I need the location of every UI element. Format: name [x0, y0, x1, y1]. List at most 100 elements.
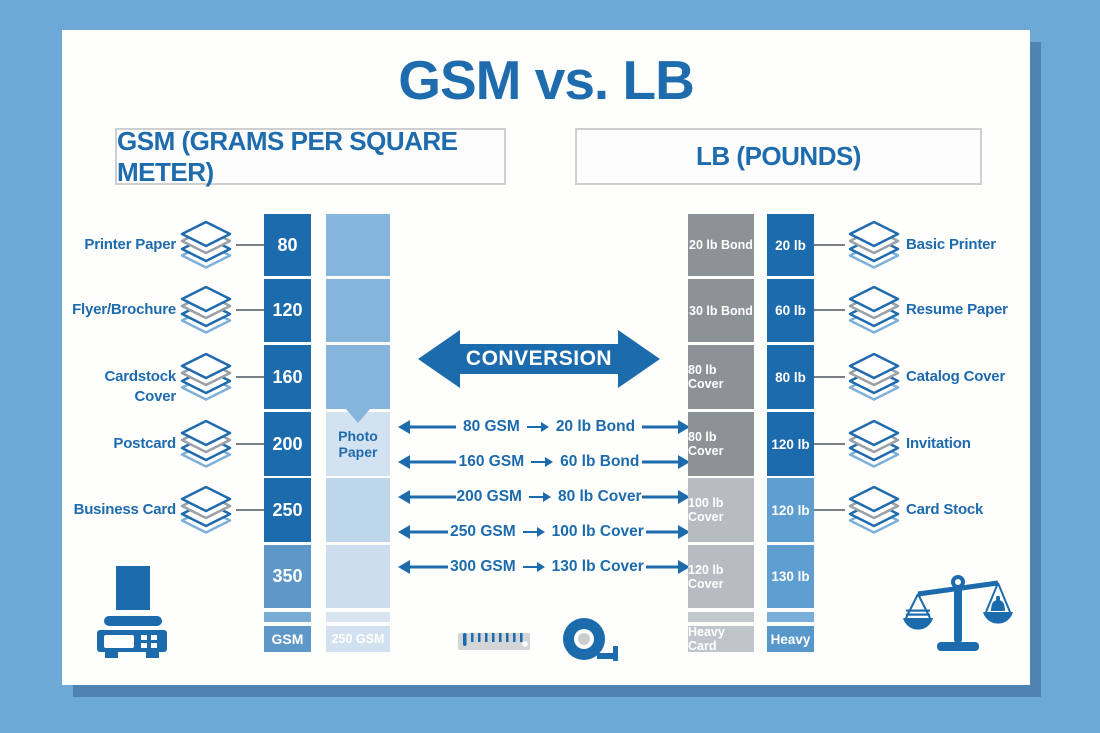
gsm-cell: 80 — [264, 214, 311, 276]
arrow-right-small-icon — [522, 527, 545, 537]
connector-line — [236, 509, 264, 511]
paper-stack-icon — [180, 353, 232, 401]
label-basic-printer: Basic Printer — [906, 236, 996, 253]
paper-stack-icon — [180, 221, 232, 269]
connector-line — [814, 509, 845, 511]
conversion-row: 160 GSM 60 lb Bond — [398, 451, 690, 473]
label-flyer-brochure: Flyer/Brochure — [72, 301, 176, 318]
lb-cell: 20 lb — [767, 214, 814, 276]
bond-cell: 80 lb Cover — [688, 412, 754, 476]
photo-column-cell — [326, 345, 390, 409]
arrow-right-small-icon — [531, 457, 554, 467]
conversion-gsm-value: 300 GSM — [450, 558, 516, 575]
paper-stack-icon — [848, 221, 900, 269]
connector-line — [814, 244, 845, 246]
label-postcard: Postcard — [113, 435, 176, 452]
gsm-header-box: GSM (GRAMS PER SQUARE METER) — [115, 125, 506, 187]
connector-line — [814, 443, 845, 445]
conversion-lb-value: 80 lb Cover — [557, 488, 642, 505]
gsm-cell: 250 — [264, 478, 311, 542]
pointer-notch — [346, 409, 370, 423]
lb-header-label: LB (POUNDS) — [696, 141, 861, 171]
conversion-banner: CONVERSION — [418, 330, 660, 388]
bond-cell: 120 lb Cover — [688, 545, 754, 608]
bond-cell: 20 lb Bond — [688, 214, 754, 276]
weighing-scale-icon — [97, 566, 167, 658]
arrow-left-icon — [398, 490, 456, 504]
lb-cell: 120 lb — [767, 478, 814, 542]
lb-cell: 130 lb — [767, 545, 814, 608]
gsm-cell: 120 — [264, 279, 311, 342]
photo-column-cell — [326, 545, 390, 608]
label-business-card: Business Card — [73, 501, 177, 518]
connector-line — [236, 376, 264, 378]
double-arrow-icon — [418, 330, 660, 388]
page-title: GSM vs. LB — [398, 49, 695, 111]
gsm-cell: 350 — [264, 545, 311, 608]
paper-stack-icon — [180, 420, 232, 468]
connector-line — [236, 244, 264, 246]
arrow-right-small-icon — [528, 492, 551, 502]
connector-line — [236, 309, 264, 311]
balance-scale-icon — [903, 575, 1013, 651]
connector-line — [814, 376, 845, 378]
photo-paper-label: Photo Paper — [338, 428, 378, 460]
conversion-lb-value: 60 lb Bond — [560, 453, 640, 470]
conversion-gsm-value: 200 GSM — [456, 488, 522, 505]
connector-line — [814, 309, 845, 311]
arrow-left-icon — [398, 525, 448, 539]
conversion-row: 300 GSM 130 lb Cover — [398, 556, 690, 578]
gsm-cell: 160 — [264, 345, 311, 409]
label-invitation: Invitation — [906, 435, 971, 452]
lb-cell: 80 lb — [767, 345, 814, 409]
arrow-left-icon — [398, 420, 456, 434]
lb-column-footer: Heavy — [767, 626, 814, 652]
photo-column-strip — [326, 612, 390, 622]
gsm-cell: 200 — [264, 412, 311, 476]
conversion-gsm-value: 80 GSM — [462, 418, 520, 435]
bond-cell: 100 lb Cover — [688, 478, 754, 542]
paper-stack-icon — [180, 286, 232, 334]
paper-stack-icon — [180, 486, 232, 534]
label-cardstock-cover: Cardstock Cover — [104, 368, 176, 405]
bond-cell: 30 lb Bond — [688, 279, 754, 342]
bond-column-strip — [688, 612, 754, 622]
connector-line — [236, 443, 264, 445]
bond-cell: 80 lb Cover — [688, 345, 754, 409]
conversion-lb-value: 100 lb Cover — [551, 523, 644, 540]
arrow-right-icon — [646, 525, 690, 539]
conversion-gsm-value: 250 GSM — [450, 523, 516, 540]
conversion-lb-value: 20 lb Bond — [555, 418, 636, 435]
arrow-right-icon — [642, 420, 690, 434]
conversion-row: 250 GSM 100 lb Cover — [398, 521, 690, 543]
label-printer-paper: Printer Paper — [84, 236, 176, 253]
label-card-stock: Card Stock — [906, 501, 984, 518]
arrow-right-icon — [642, 455, 690, 469]
paper-stack-icon — [848, 286, 900, 334]
photo-column-cell — [326, 478, 390, 542]
label-catalog-cover: Catalog Cover — [906, 368, 1006, 385]
conversion-row: 80 GSM 20 lb Bond — [398, 416, 690, 438]
conversion-label: CONVERSION — [465, 347, 613, 370]
infographic-card: GSM vs. LB GSM (GRAMS PER SQUARE METER) … — [62, 30, 1030, 685]
paper-stack-icon — [848, 486, 900, 534]
bond-column-footer: Heavy Card — [688, 625, 754, 653]
arrow-right-icon — [646, 560, 690, 574]
lb-column-strip — [767, 612, 814, 622]
conversion-gsm-value: 160 GSM — [458, 453, 525, 470]
conversion-lb-value: 130 lb Cover — [551, 558, 644, 575]
gsm-column-strip — [264, 612, 311, 622]
photo-column-footer: 250 GSM — [326, 626, 390, 652]
lb-cell: 60 lb — [767, 279, 814, 342]
photo-column-cell — [326, 279, 390, 342]
gsm-header-label: GSM (GRAMS PER SQUARE METER) — [117, 125, 458, 187]
arrow-right-small-icon — [522, 562, 545, 572]
arrow-right-small-icon — [526, 422, 549, 432]
arrow-left-icon — [398, 560, 448, 574]
arrow-left-icon — [398, 455, 456, 469]
paper-stack-icon — [848, 420, 900, 468]
conversion-row: 200 GSM 80 lb Cover — [398, 486, 690, 508]
tape-measure-icon — [563, 618, 618, 661]
label-resume-paper: Resume Paper — [906, 301, 1008, 318]
